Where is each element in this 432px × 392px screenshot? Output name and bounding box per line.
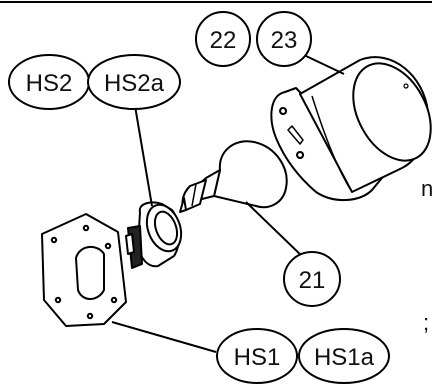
housing-assembly xyxy=(270,56,432,202)
callout-23: 23 xyxy=(256,11,312,67)
leader-23 xyxy=(305,55,345,75)
lamp-bulb xyxy=(179,140,288,213)
callout-23-circle xyxy=(256,11,312,67)
callout-hs1: HS1 xyxy=(216,328,298,384)
plate-hole-2 xyxy=(82,224,90,232)
callout-hs1a: HS1a xyxy=(298,328,390,384)
callout-hs1-label: HS1 xyxy=(234,344,281,371)
plate-hole-1 xyxy=(50,236,58,244)
callout-hs2a: HS2a xyxy=(87,54,181,110)
socket-terminal-tab xyxy=(125,233,135,255)
plate-hole-6 xyxy=(54,296,62,304)
callout-hs1a-ellipse xyxy=(298,328,390,384)
callout-hs2a-label: HS2a xyxy=(104,70,165,97)
callout-hs1-ellipse xyxy=(216,328,298,384)
leader-lines xyxy=(111,55,345,353)
housing-slot xyxy=(287,125,304,145)
housing-end-cap xyxy=(352,62,432,162)
socket-inner-ring xyxy=(153,210,179,246)
callout-hs2a-ellipse xyxy=(87,54,181,110)
plate-center-hole xyxy=(75,246,105,300)
plate-hole-4 xyxy=(110,296,118,304)
lamp-socket xyxy=(125,201,183,269)
callout-hs2-label: HS2 xyxy=(26,70,73,97)
plate-hole-3 xyxy=(104,242,112,250)
callout-23-label: 23 xyxy=(271,27,298,54)
leader-hs2 xyxy=(133,99,153,207)
callout-22-circle xyxy=(195,11,251,67)
mounting-plate xyxy=(41,213,127,327)
callout-hs1a-label: HS1a xyxy=(314,344,375,371)
callout-22: 22 xyxy=(195,11,251,67)
edge-fragment-semicolon: ; xyxy=(423,310,429,335)
leader-21 xyxy=(245,201,305,259)
housing-body-shade xyxy=(311,95,353,193)
callout-21-label: 21 xyxy=(299,267,326,294)
housing-small-hole xyxy=(403,83,409,89)
callout-22-label: 22 xyxy=(210,27,237,54)
callout-hs2: HS2 xyxy=(8,54,90,110)
plate-hole-5 xyxy=(86,312,94,320)
callout-21-circle xyxy=(283,251,341,307)
bulb-base-ring xyxy=(191,183,197,207)
bulb-pin xyxy=(179,197,187,213)
flange-hole-top xyxy=(279,107,288,115)
flange-hole-bottom xyxy=(296,151,305,159)
edge-fragment-n: n xyxy=(421,176,432,201)
callout-21: 21 xyxy=(283,251,341,307)
bulb-glass xyxy=(213,140,288,209)
leader-hs1 xyxy=(111,321,217,353)
